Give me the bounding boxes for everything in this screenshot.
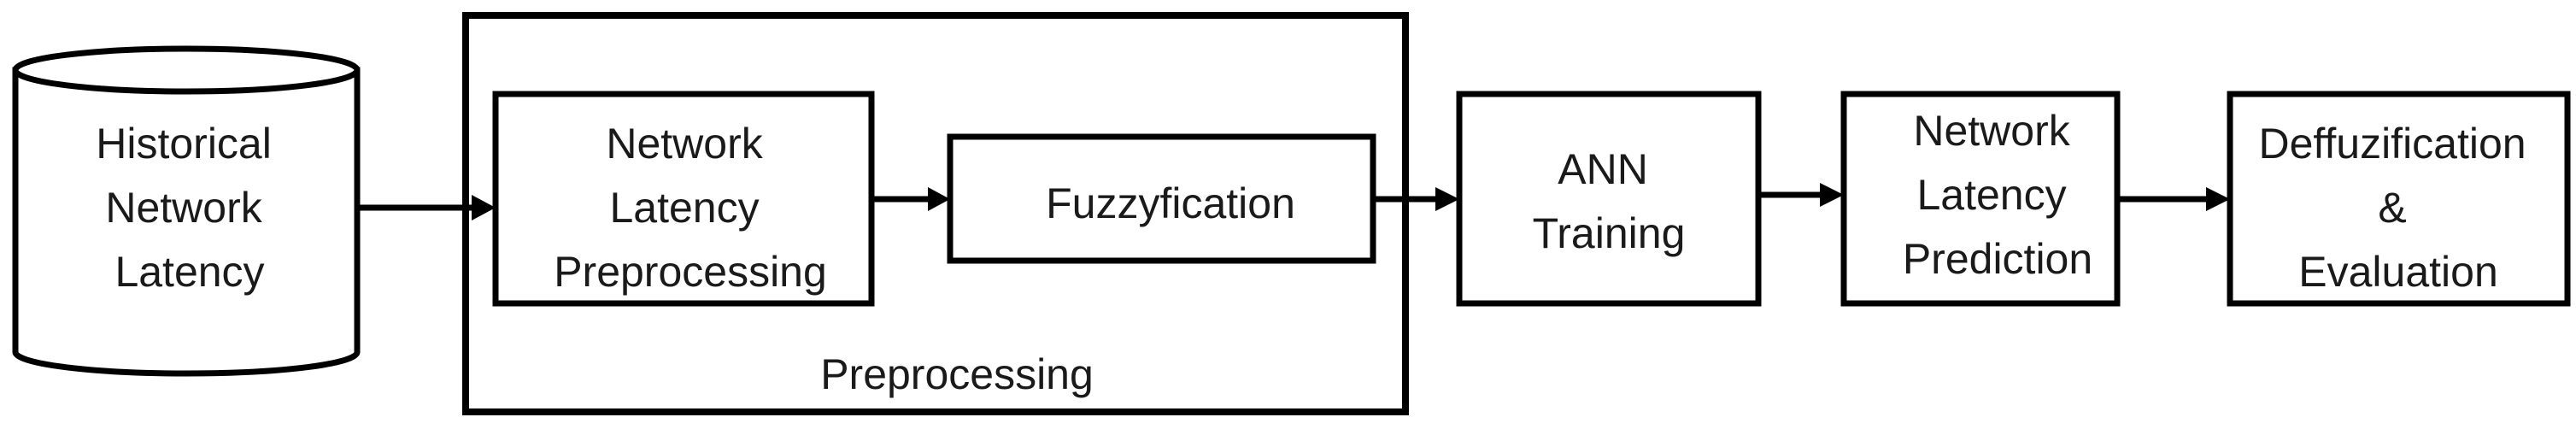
- cylinder-top: [12, 45, 361, 95]
- historical-label-line-3: Latency: [114, 248, 264, 296]
- arrow-prediction-to-defuzzification: [2117, 187, 2230, 211]
- historical-label-line-1: Historical: [96, 120, 272, 167]
- arrow-fuzzyfication-to-ann: [1373, 187, 1459, 211]
- defuzzification-line-1: Deffuzification: [2258, 120, 2526, 167]
- latency-prediction-line-3: Prediction: [1903, 235, 2092, 283]
- latency-prediction-box: [1840, 91, 2121, 307]
- fuzzyfication-label: Fuzzyfication: [1046, 179, 1295, 227]
- ann-training-line-2: Training: [1533, 209, 1686, 257]
- latency-prediction-line-2: Latency: [1916, 171, 2066, 219]
- preprocessing-group: [462, 12, 1409, 415]
- arrow-ann-to-prediction: [1758, 183, 1844, 207]
- defuzzification-line-2: &: [2378, 184, 2406, 232]
- cylinder-body: [12, 67, 361, 377]
- ann-training-line-1: ANN: [1558, 145, 1648, 193]
- arrow-preprocessing-to-fuzzyfication: [874, 187, 950, 211]
- ann-training-label: ANN Training: [1533, 145, 1686, 257]
- historical-label: Historical Network Latency: [96, 120, 284, 296]
- ann-training-box: [1456, 91, 1762, 307]
- defuzzification-label: Deffuzification & Evaluation: [2258, 120, 2538, 296]
- latency-preprocessing-box: [492, 91, 875, 307]
- latency-preprocessing-label: Network Latency Preprocessing: [554, 120, 827, 296]
- historical-latency-database: Historical Network Latency: [12, 45, 361, 377]
- latency-preprocessing-line-3: Preprocessing: [554, 248, 827, 296]
- latency-prediction-label: Network Latency Prediction: [1903, 107, 2092, 283]
- preprocessing-group-label: Preprocessing: [820, 350, 1094, 398]
- fuzzyfication-box: [947, 133, 1376, 264]
- latency-prediction-line-1: Network: [1913, 107, 2070, 155]
- defuzzification-line-3: Evaluation: [2298, 248, 2498, 296]
- defuzzification-box: [2227, 91, 2571, 307]
- latency-preprocessing-line-1: Network: [606, 120, 763, 167]
- latency-preprocessing-line-2: Latency: [609, 184, 759, 232]
- arrow-historical-to-preprocessing: [357, 195, 496, 220]
- historical-label-line-2: Network: [105, 184, 262, 232]
